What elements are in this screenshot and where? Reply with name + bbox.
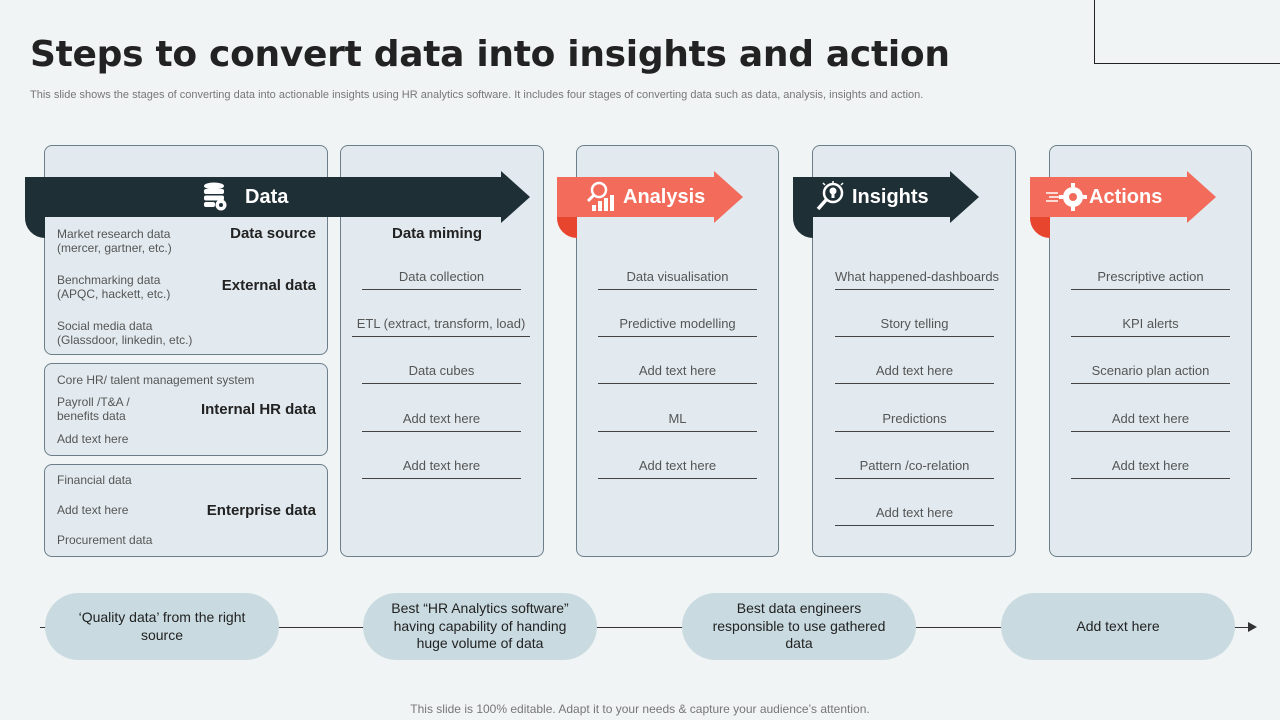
- internal-data-panel: [44, 363, 328, 456]
- source-row: Benchmarking data (APQC, hackett, etc.): [57, 273, 171, 301]
- database-gear-icon: [199, 181, 229, 211]
- list-item: Add text here: [362, 457, 521, 479]
- list-item: Prescriptive action: [1071, 268, 1230, 290]
- source-row: Add text here: [57, 432, 129, 446]
- actions-stage-label: Actions: [1089, 186, 1163, 208]
- page-title: Steps to convert data into insights and …: [30, 34, 950, 75]
- source-row: Social media data (Glassdoor, linkedin, …: [57, 319, 193, 347]
- list-item: ML: [598, 410, 757, 432]
- flow-line: [40, 627, 1250, 628]
- analysis-stage-banner: Analysis: [556, 171, 743, 239]
- list-item: Predictions: [835, 410, 994, 432]
- list-item: Story telling: [835, 315, 994, 337]
- enterprise-data-panel: [44, 464, 328, 557]
- footer-note: This slide is 100% editable. Adapt it to…: [410, 702, 870, 716]
- list-item: Add text here: [598, 457, 757, 479]
- list-item: KPI alerts: [1071, 315, 1230, 337]
- source-row: Financial data: [57, 473, 132, 487]
- flow-step-engineers: Best data engineers responsible to use g…: [682, 593, 916, 660]
- list-item: Add text here: [598, 362, 757, 384]
- data-source-label: Data source: [230, 225, 316, 242]
- list-item: Data cubes: [362, 362, 521, 384]
- source-row: Payroll /T&A / benefits data: [57, 395, 130, 423]
- corner-decoration: [1094, 0, 1280, 64]
- flow-step-software: Best “HR Analytics software” having capa…: [363, 593, 597, 660]
- list-item: Data visualisation: [598, 268, 757, 290]
- list-item: Pattern /co-relation: [835, 457, 994, 479]
- source-row: Market research data (mercer, gartner, e…: [57, 227, 172, 255]
- flow-arrowhead: [1248, 622, 1257, 632]
- data-stage-banner: Data: [24, 171, 530, 239]
- list-item: Predictive modelling: [598, 315, 757, 337]
- list-item: Scenario plan action: [1071, 362, 1230, 384]
- source-row: Core HR/ talent management system: [57, 373, 255, 387]
- list-item: Data collection: [362, 268, 521, 290]
- list-item: Add text here: [835, 504, 994, 526]
- list-item: ETL (extract, transform, load): [352, 315, 530, 337]
- list-item: Add text here: [835, 362, 994, 384]
- page-subtitle: This slide shows the stages of convertin…: [30, 89, 924, 101]
- enterprise-data-label: Enterprise data: [206, 502, 316, 519]
- external-data-label: External data: [221, 277, 316, 294]
- list-item: Add text here: [362, 410, 521, 432]
- analysis-stage-label: Analysis: [623, 186, 706, 208]
- flow-step-add-text: Add text here: [1001, 593, 1235, 660]
- gear-rocket-icon: [1046, 181, 1087, 211]
- actions-stage-banner: Actions: [1029, 171, 1216, 239]
- list-item: Add text here: [1071, 457, 1230, 479]
- list-item: Add text here: [1071, 410, 1230, 432]
- list-item: What happened-dashboards: [835, 268, 999, 290]
- lightbulb-search-icon: [815, 181, 845, 211]
- insights-stage-label: Insights: [852, 186, 929, 208]
- data-mining-heading: Data miming: [391, 225, 482, 242]
- insights-stage-banner: Insights: [792, 171, 979, 239]
- source-row: Procurement data: [57, 533, 153, 547]
- data-stage-label: Data: [245, 186, 289, 208]
- chart-search-icon: [586, 181, 616, 211]
- flow-step-quality-data: ‘Quality data’ from the right source: [45, 593, 279, 660]
- internal-hr-data-label: Internal HR data: [200, 401, 316, 418]
- source-row: Add text here: [57, 503, 129, 517]
